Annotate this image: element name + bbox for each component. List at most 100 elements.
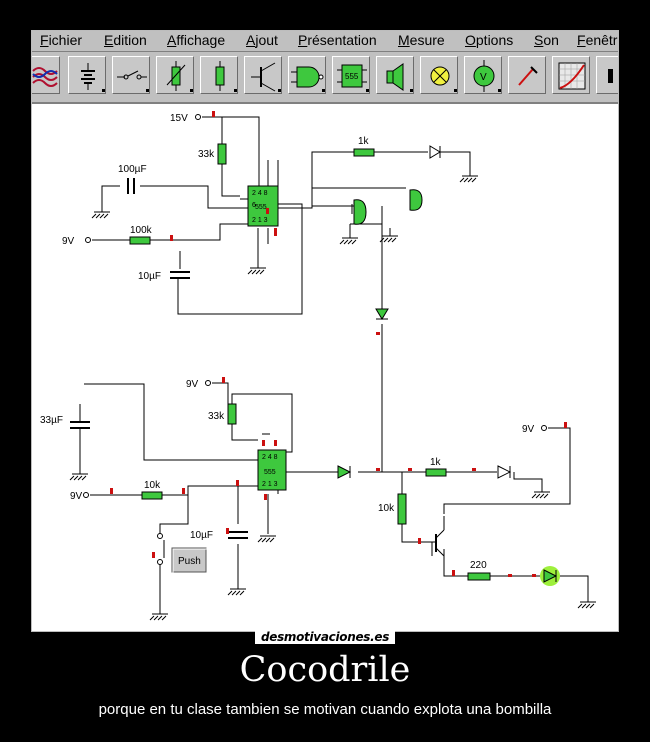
capacitors xyxy=(70,178,248,539)
resistor-1k-bottom[interactable] xyxy=(425,468,447,477)
resistor-icon xyxy=(215,61,237,92)
ic-555-tool-button[interactable]: 555 xyxy=(332,56,370,94)
bar-icon xyxy=(608,69,613,83)
watermark: desmotivaciones.es xyxy=(0,626,650,645)
schematic-canvas[interactable]: 2 4 8 6 2 1 3 2 4 8 2 1 3 xyxy=(32,104,618,631)
speaker-tool-button[interactable] xyxy=(376,56,414,94)
label-220: 220 xyxy=(470,560,487,571)
ic-555-top[interactable] xyxy=(247,185,279,227)
resistor-220[interactable] xyxy=(467,572,491,581)
app-window: Fichier Edition Affichage Ajout Présenta… xyxy=(31,30,619,632)
menu-fenetre[interactable]: Fenêtre xyxy=(577,32,618,48)
battery-icon xyxy=(81,63,105,92)
variable-resistor-tool-button[interactable] xyxy=(156,56,194,94)
label-1k-bottom: 1k xyxy=(430,457,442,468)
label-10k: 10k xyxy=(144,480,161,491)
ic-pin-labels: 2 4 8 6 2 1 3 2 4 8 2 1 3 xyxy=(252,190,278,488)
label-15v: 15V xyxy=(170,113,188,124)
diode-top-right[interactable] xyxy=(429,145,441,159)
more-tool-button[interactable] xyxy=(596,56,618,94)
transistor-icon xyxy=(251,62,281,92)
wires xyxy=(79,116,589,614)
label-ic-bottom: 555 xyxy=(264,469,276,476)
push-button[interactable]: Push xyxy=(171,547,208,574)
menu-ajout[interactable]: Ajout xyxy=(246,32,278,48)
transistor[interactable] xyxy=(435,516,445,557)
resistor-33k-top[interactable] xyxy=(217,143,227,165)
diode-mid[interactable] xyxy=(337,465,352,479)
battery-tool-button[interactable] xyxy=(68,56,106,94)
logic-gate-icon xyxy=(291,66,325,92)
menu-mesure[interactable]: Mesure xyxy=(398,32,445,48)
speaker-icon xyxy=(386,63,413,92)
ic-555-icon: 555 xyxy=(337,64,369,92)
svg-text:2 1 3: 2 1 3 xyxy=(252,217,268,224)
supply-terminals xyxy=(83,114,547,498)
resistor-tool-button[interactable] xyxy=(200,56,238,94)
wires-tool-button[interactable] xyxy=(32,56,60,94)
probe-tool-button[interactable] xyxy=(508,56,546,94)
lamp-tool-button[interactable] xyxy=(420,56,458,94)
label-100k: 100k xyxy=(130,225,153,236)
label-9v-mid: 9V xyxy=(186,379,199,390)
speaker-left[interactable] xyxy=(351,199,367,225)
transistor-tool-button[interactable] xyxy=(244,56,282,94)
label-10uf-bottom: 10µF xyxy=(190,530,213,541)
menu-options[interactable]: Options xyxy=(465,32,514,48)
lamp-icon xyxy=(430,66,457,92)
resistor-10k[interactable] xyxy=(141,491,163,500)
poster-title: Cocodrile xyxy=(239,650,411,690)
poster-caption: porque en tu clase tambien se motivan cu… xyxy=(98,701,552,718)
label-33k-top: 33k xyxy=(198,149,215,160)
voltmeter-icon: V xyxy=(473,60,501,92)
red-terminals xyxy=(110,111,567,577)
voltmeter-tool-button[interactable]: V xyxy=(464,56,502,94)
diodes xyxy=(349,145,512,479)
label-100uf: 100µF xyxy=(118,164,147,175)
resistor-33k-bottom[interactable] xyxy=(227,403,237,425)
menu-presentation[interactable]: Présentation xyxy=(298,32,377,48)
speaker-right[interactable] xyxy=(409,189,423,211)
ground-symbols xyxy=(69,175,596,621)
switch-tool-button[interactable] xyxy=(112,56,150,94)
led-lit[interactable] xyxy=(540,566,560,586)
menu-fichier[interactable]: Fichier xyxy=(40,32,83,48)
svg-text:2 4 8: 2 4 8 xyxy=(252,190,268,197)
ic-555-bottom[interactable] xyxy=(257,449,287,491)
diode-vertical[interactable] xyxy=(375,308,389,320)
menu-son[interactable]: Son xyxy=(534,32,559,48)
variable-resistor-icon xyxy=(166,61,193,92)
svg-text:Push: Push xyxy=(178,556,201,567)
logic-gate-tool-button[interactable] xyxy=(288,56,326,94)
svg-text:6: 6 xyxy=(252,202,256,209)
svg-text:2 4 8: 2 4 8 xyxy=(262,454,278,461)
menu-edition[interactable]: Edition xyxy=(104,32,147,48)
diode-bottom-right[interactable] xyxy=(497,465,512,479)
resistor-1k-top[interactable] xyxy=(353,148,375,157)
circuit-schematic: 2 4 8 6 2 1 3 2 4 8 2 1 3 xyxy=(40,111,596,621)
label-9v-right: 9V xyxy=(522,424,535,435)
components xyxy=(129,143,491,581)
oscilloscope-tool-button[interactable] xyxy=(552,56,590,94)
svg-text:2 1 3: 2 1 3 xyxy=(262,481,278,488)
svg-text:555: 555 xyxy=(345,72,359,81)
label-1k-top: 1k xyxy=(358,136,370,147)
label-10uf-top: 10µF xyxy=(138,271,161,282)
label-ic-top: 555 xyxy=(255,204,267,211)
label-33uf: 33µF xyxy=(40,415,63,426)
component-toolbar: 555 V xyxy=(32,52,618,104)
svg-text:V: V xyxy=(480,72,487,83)
menu-bar: Fichier Edition Affichage Ajout Présenta… xyxy=(32,31,618,52)
switch-icon xyxy=(117,70,149,92)
wires-icon xyxy=(32,67,58,87)
oscilloscope-icon xyxy=(558,62,586,90)
menu-affichage[interactable]: Affichage xyxy=(167,32,226,48)
probe-icon xyxy=(518,66,538,86)
resistor-100k[interactable] xyxy=(129,236,151,245)
resistor-10k-vertical[interactable] xyxy=(397,493,407,525)
label-9v-top: 9V xyxy=(62,236,75,247)
label-10k-vertical: 10k xyxy=(378,503,395,514)
component-labels: 15V 33k 100µF 1k 9V 100k 10µF 555 9V 33µ… xyxy=(40,113,535,571)
label-33k-bottom: 33k xyxy=(208,411,225,422)
push-switch[interactable] xyxy=(157,533,165,565)
